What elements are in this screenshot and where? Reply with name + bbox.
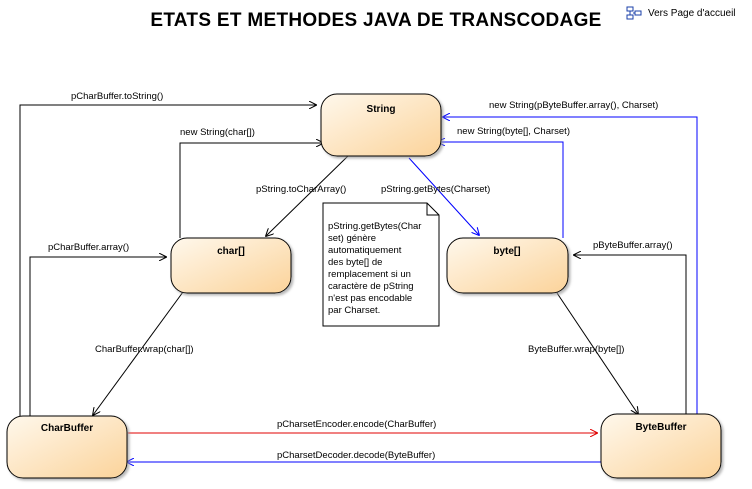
edge-label-new-string-byte: new String(byte[], Charset): [457, 126, 570, 137]
node-char-buffer-label: CharBuffer: [41, 423, 93, 434]
note-line-7: n'est pas encodable: [328, 293, 412, 304]
edge-label-tochararray: pString.toCharArray(): [256, 184, 346, 195]
edge-label-encode: pCharsetEncoder.encode(CharBuffer): [277, 419, 436, 430]
node-char-buffer[interactable]: CharBuffer: [6, 415, 128, 479]
edge-label-bytebuffer-wrap: ByteBuffer.wrap(byte[]): [528, 344, 624, 355]
edge-charbuffer-wrap: [93, 291, 184, 415]
edge-bytebuffer-wrap: [556, 292, 638, 414]
edge-label-bytebuffer-array: pByteBuffer.array(): [593, 240, 673, 251]
edge-charbuffer-array: [29, 257, 166, 418]
node-char-array-label: char[]: [217, 246, 245, 257]
note-line-4: des byte[] de: [328, 257, 382, 268]
edge-new-string-byte: [438, 142, 564, 238]
note-line-1: pString.getBytes(Char: [328, 221, 421, 232]
node-string-label: String: [367, 104, 396, 115]
edge-bytebuffer-array: [574, 255, 687, 415]
node-string[interactable]: String: [320, 93, 442, 157]
node-byte-buffer-label: ByteBuffer: [635, 422, 686, 433]
edge-label-getbytes: pString.getBytes(Charset): [381, 184, 490, 195]
edge-charbuffer-tostring: [19, 105, 316, 418]
edge-label-charbuffer-tostring: pCharBuffer.toString(): [71, 91, 163, 102]
node-byte-array-label: byte[]: [493, 246, 520, 257]
note-line-8: par Charset.: [328, 305, 380, 316]
edge-new-string-char: [179, 143, 323, 238]
home-page-link[interactable]: Vers Page d'accueil: [626, 6, 736, 20]
node-byte-array[interactable]: byte[]: [446, 237, 569, 294]
edge-getbytes: [408, 157, 479, 235]
note-line-6: caractère de pString: [328, 281, 414, 292]
note-getbytes: pString.getBytes(Char set) génère automa…: [322, 202, 440, 327]
edge-new-string-bytebuffer: [443, 117, 698, 415]
edge-tochararray: [266, 155, 349, 236]
node-char-array[interactable]: char[]: [170, 237, 292, 294]
note-line-5: remplacement si un: [328, 269, 411, 280]
edge-label-new-string-bytebuffer: new String(pByteBuffer.array(), Charset): [489, 100, 658, 111]
edge-label-new-string-char: new String(char[]): [180, 127, 255, 138]
home-link-label[interactable]: Vers Page d'accueil: [648, 7, 736, 19]
edge-label-charbuffer-wrap: CharBuffer.wrap(char[]): [95, 344, 194, 355]
note-line-3: automatiquement: [328, 245, 402, 256]
diagram-link-icon: [626, 6, 642, 20]
page-title: ETATS ET METHODES JAVA DE TRANSCODAGE: [150, 10, 602, 31]
node-byte-buffer[interactable]: ByteBuffer: [600, 413, 722, 479]
edge-label-decode: pCharsetDecoder.decode(ByteBuffer): [277, 450, 435, 461]
edge-label-charbuffer-array: pCharBuffer.array(): [48, 242, 129, 253]
note-line-2: set) génère: [328, 233, 376, 244]
